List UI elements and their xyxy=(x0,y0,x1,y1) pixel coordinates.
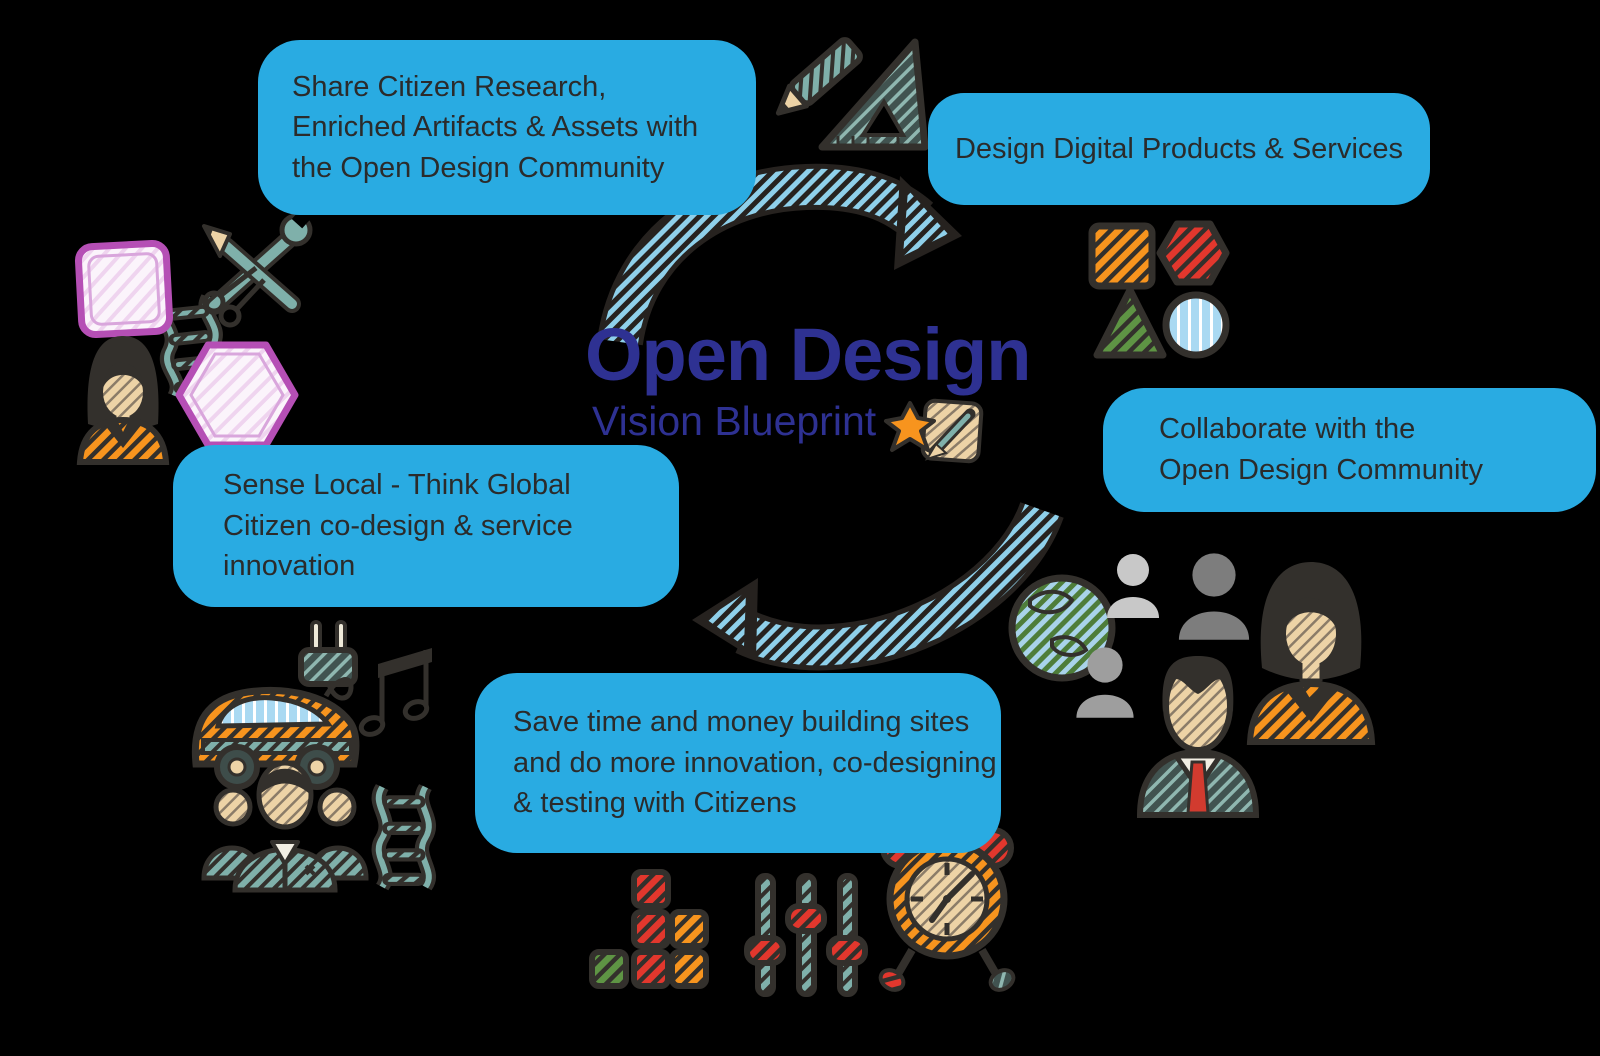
callout-collaborate: Collaborate with the Open Design Communi… xyxy=(1103,388,1596,512)
crossed-tools-icon xyxy=(202,205,315,315)
callout-share-research-text: Share Citizen Research, Enriched Artifac… xyxy=(292,70,699,184)
pink-hexagon-frame-icon xyxy=(175,341,299,449)
plug-icon xyxy=(298,620,358,701)
set-square-icon xyxy=(818,38,929,151)
pencil-icon xyxy=(775,37,863,116)
alarm-clock-icon xyxy=(878,827,1016,992)
page-subtitle: Vision Blueprint xyxy=(592,398,877,444)
electric-car-icon xyxy=(191,686,360,790)
page-title: Open Design xyxy=(585,313,1031,396)
globe-icon xyxy=(1008,574,1116,682)
cycle-arrow-bottom xyxy=(692,501,1064,671)
callout-sense-local: Sense Local - Think Global Citizen co-de… xyxy=(173,445,679,607)
silhouette-person-dark-icon xyxy=(1178,553,1250,640)
scissors-icon xyxy=(202,266,266,328)
pencil-badge-icon xyxy=(920,398,984,464)
pink-square-frame-icon xyxy=(74,239,174,339)
businesswoman-icon xyxy=(1246,562,1376,745)
tetris-blocks-icon xyxy=(589,869,709,989)
silhouette-person-light-icon xyxy=(1107,554,1159,618)
blue-circle-icon xyxy=(1162,291,1230,359)
sliders-icon xyxy=(744,873,868,997)
star-icon xyxy=(884,401,936,452)
orange-square-icon xyxy=(1088,222,1156,290)
red-hexagon-icon xyxy=(1156,220,1230,286)
callout-collaborate-text: Collaborate with the Open Design Communi… xyxy=(1159,413,1483,486)
dna-icon-bottom xyxy=(379,787,429,887)
callout-share-research: Share Citizen Research, Enriched Artifac… xyxy=(258,40,756,215)
green-triangle-icon xyxy=(1093,286,1167,359)
businessman-icon xyxy=(1136,656,1260,818)
callout-design-products-text: Design Digital Products & Services xyxy=(954,132,1404,165)
music-note-icon xyxy=(358,648,432,737)
callout-save-time: Save time and money building sites and d… xyxy=(475,673,1001,853)
cycle-arrow-top xyxy=(597,163,962,346)
callout-save-time-text: Save time and money building sites and d… xyxy=(513,706,997,820)
woman-icon xyxy=(76,336,170,465)
callout-design-products: Design Digital Products & Services xyxy=(928,93,1430,205)
callout-sense-local-text: Sense Local - Think Global Citizen co-de… xyxy=(223,469,573,583)
people-group-icon xyxy=(201,760,369,893)
